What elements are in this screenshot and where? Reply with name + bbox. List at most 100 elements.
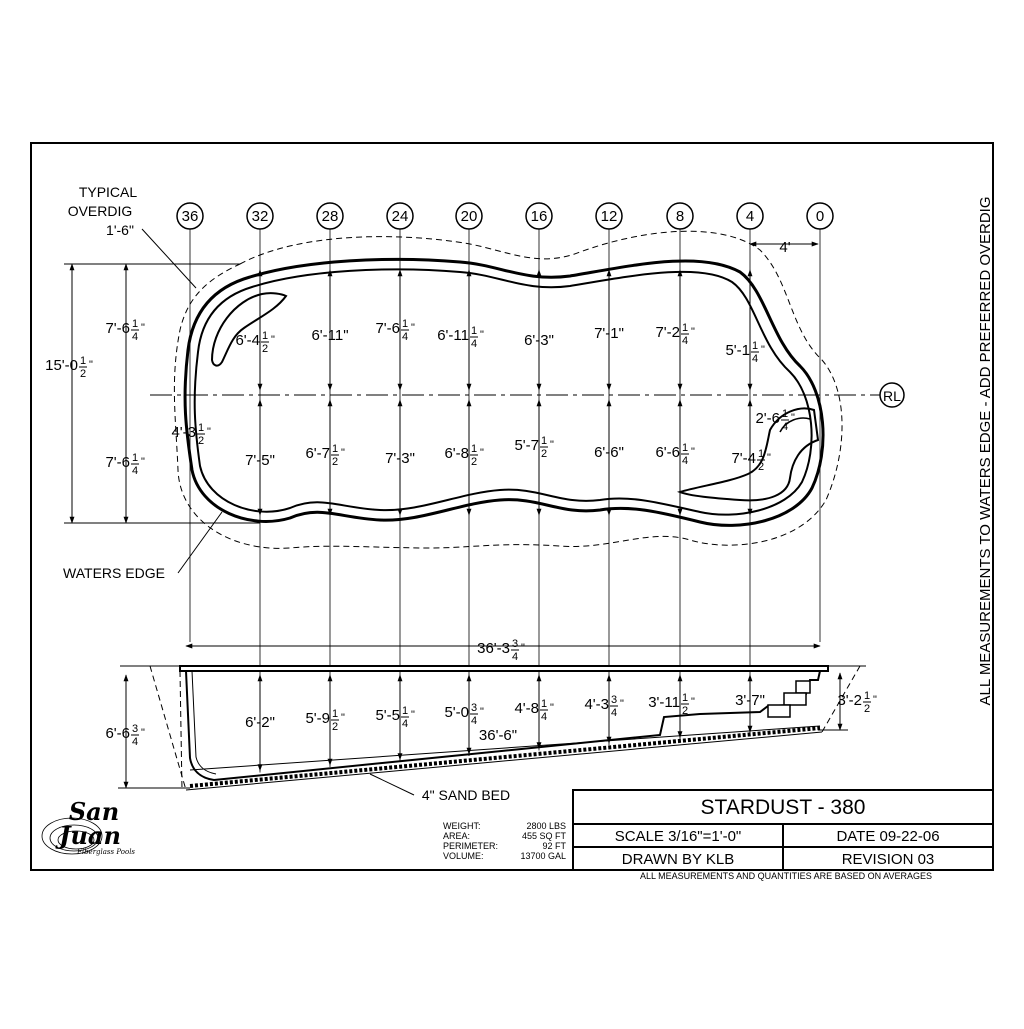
profile-step-3 — [767, 704, 791, 718]
station-number: 28 — [322, 208, 339, 225]
station-16: 16 — [525, 202, 553, 230]
top-dim-5: 7'-1" — [594, 325, 624, 342]
bottom-dim-4-suffix: " — [480, 447, 484, 459]
depth-dim-0-whole: 6'-2" — [245, 714, 275, 731]
overall-width-dim-whole: 15'-0 — [45, 357, 78, 374]
bottom-dim-8-whole: 7'-4 — [731, 450, 756, 467]
bottom-dim-7-numerator: 1 — [682, 442, 688, 454]
top-dim-1-whole: 6'-11" — [311, 327, 348, 344]
bottom-dim-4-whole: 6'-8 — [444, 445, 469, 462]
typical-overdig-label-1: TYPICAL — [79, 184, 138, 200]
bottom-dim-2-suffix: " — [341, 447, 345, 459]
top-dim-4: 6'-3" — [524, 332, 554, 349]
bottom-dim-5-denominator: 2 — [541, 448, 547, 460]
bottom-dim-4-numerator: 1 — [471, 443, 477, 455]
right-step-inner — [779, 417, 811, 433]
overdig-leader — [141, 228, 197, 289]
centerline-mark-text: RL — [883, 388, 901, 404]
depth-dim-3-denominator: 4 — [471, 715, 477, 727]
typical-overdig-value: 1'-6" — [106, 222, 134, 238]
waters-edge-label: WATERS EDGE — [63, 565, 165, 581]
shallow-depth-dim-whole: 3'-2 — [837, 692, 862, 709]
half-bottom-dim-numerator: 1 — [132, 452, 138, 464]
bottom-dim-9-suffix: " — [791, 412, 795, 424]
top-dim-6-denominator: 4 — [682, 335, 688, 347]
depth-dim-7-whole: 3'-7" — [735, 692, 765, 709]
bottom-dim-9-denominator: 4 — [782, 421, 788, 433]
logo-tagline: Fiberglass Pools — [76, 848, 135, 856]
profile-step-2 — [783, 692, 807, 706]
top-dim-6-whole: 7'-2 — [655, 324, 680, 341]
top-dim-1: 6'-11" — [311, 327, 348, 344]
station-number: 4 — [746, 208, 754, 225]
profile-step-1 — [795, 680, 811, 694]
depth-dim-2-whole: 5'-5 — [375, 707, 400, 724]
depth-dim-6-numerator: 1 — [682, 692, 688, 704]
depth-dim-3-numerator: 3 — [471, 702, 477, 714]
offset-dim-label: 4' — [779, 239, 790, 256]
depth-dim-7: 3'-7" — [735, 692, 765, 709]
bottom-dim-0-denominator: 2 — [198, 435, 204, 447]
deep-depth-dim-suffix: " — [141, 727, 145, 739]
bottom-dim-5-suffix: " — [550, 439, 554, 451]
depth-dim-2-denominator: 4 — [402, 718, 408, 730]
bottom-dim-8-numerator: 1 — [758, 448, 764, 460]
sand-bed — [189, 726, 821, 788]
top-dim-2-denominator: 4 — [402, 331, 408, 343]
depth-dim-6-suffix: " — [691, 696, 695, 708]
excavation-right — [821, 665, 861, 733]
depth-dim-2-numerator: 1 — [402, 705, 408, 717]
top-dim-0-denominator: 2 — [262, 343, 268, 355]
footnote-text: ALL MEASUREMENTS AND QUANTITIES ARE BASE… — [640, 871, 932, 881]
floor-length-dim-line — [189, 725, 821, 771]
overall-length-dim-denominator: 4 — [512, 651, 518, 663]
excavation-left-outer — [149, 665, 187, 791]
station-number: 24 — [392, 208, 409, 225]
bottom-dim-5-whole: 5'-7 — [514, 437, 539, 454]
bottom-dim-7-whole: 6'-6 — [655, 444, 680, 461]
scale-text: SCALE 3/16"=1'-0" — [615, 828, 742, 845]
depth-dim-5-suffix: " — [620, 698, 624, 710]
top-dim-0-suffix: " — [271, 334, 275, 346]
bottom-dim-7-denominator: 4 — [682, 455, 688, 467]
overall-width-dim-denominator: 2 — [80, 368, 86, 380]
half-top-dim-whole: 7'-6 — [105, 320, 130, 337]
top-dim-0-numerator: 1 — [262, 330, 268, 342]
shallow-depth-dim-suffix: " — [873, 694, 877, 706]
spec-value: 92 FT — [542, 841, 566, 851]
top-dim-7-numerator: 1 — [752, 340, 758, 352]
floor-length-dim: 36'-6" — [479, 727, 517, 744]
san-juan-logo: San Juan Fiberglass Pools — [41, 797, 135, 856]
depth-dim-5-denominator: 4 — [611, 707, 617, 719]
station-number: 12 — [601, 208, 618, 225]
depth-dim-1-whole: 5'-9 — [305, 710, 330, 727]
top-dim-3-suffix: " — [480, 329, 484, 341]
bottom-dim-3: 7'-3" — [385, 450, 415, 467]
top-dim-4-whole: 6'-3" — [524, 332, 554, 349]
logo-line-1: San — [69, 797, 119, 826]
top-dim-2-suffix: " — [411, 322, 415, 334]
bottom-dim-9-numerator: 1 — [782, 408, 788, 420]
spec-value: 455 SQ FT — [522, 831, 567, 841]
station-number: 32 — [252, 208, 269, 225]
half-top-dim-suffix: " — [141, 322, 145, 334]
